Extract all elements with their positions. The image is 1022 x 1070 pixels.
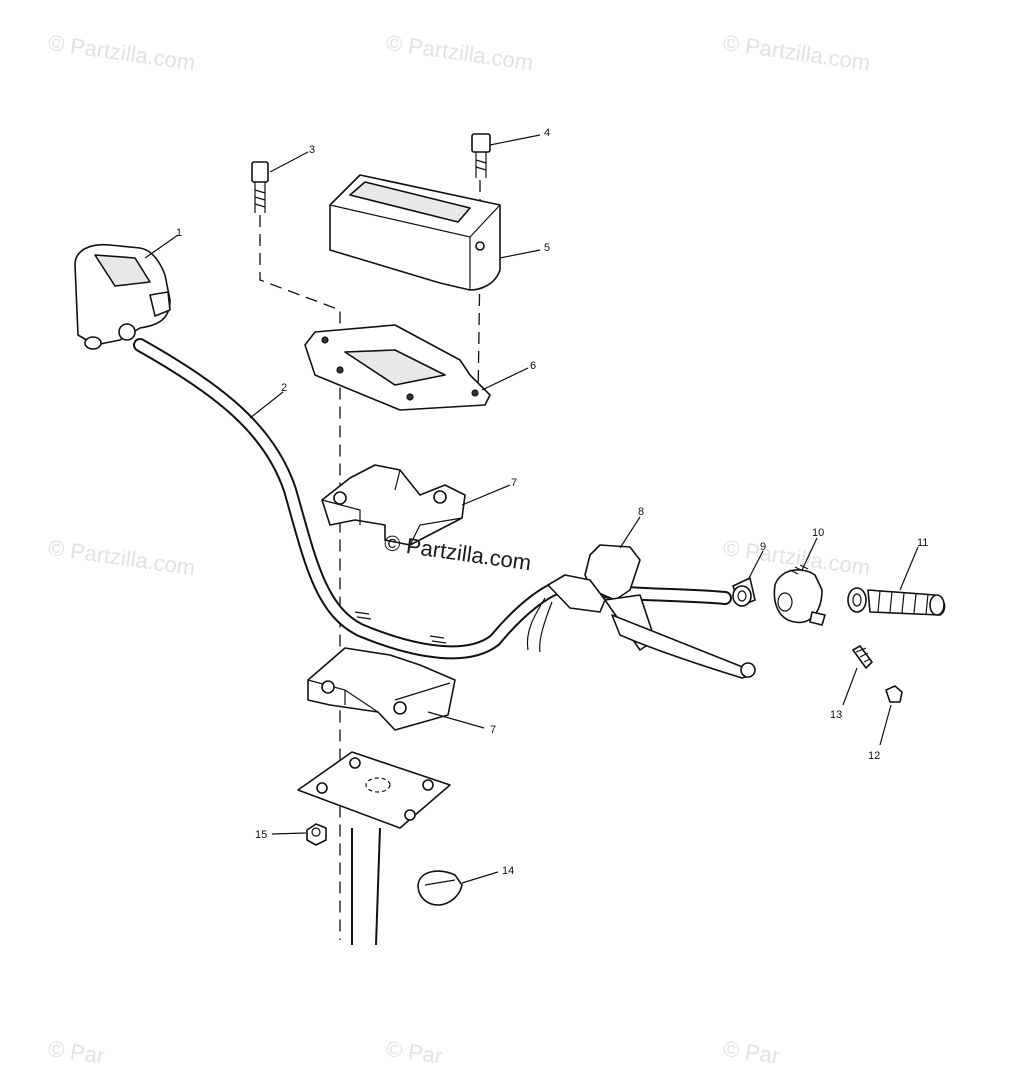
cap-12 — [885, 685, 903, 703]
bolt-3 — [251, 161, 269, 213]
lower-clamp — [307, 647, 456, 731]
callout-15: 15 — [255, 829, 268, 841]
callout-10: 10 — [812, 527, 825, 539]
callout-3: 3 — [309, 144, 316, 156]
callout-2: 2 — [281, 382, 288, 394]
assembly-line-left — [259, 215, 341, 940]
cable-clamp-14 — [417, 870, 463, 906]
switch-housing — [74, 243, 171, 350]
callout-4: 4 — [544, 127, 551, 139]
throttle-housing — [773, 564, 826, 626]
mounting-plate — [304, 324, 491, 411]
callout-6: 6 — [530, 360, 537, 372]
screw-13 — [852, 645, 873, 669]
bolt-4 — [471, 133, 491, 178]
callout-14: 14 — [502, 865, 515, 877]
callout-1: 1 — [176, 227, 183, 239]
steering-column — [351, 827, 381, 946]
handlebar-grip — [847, 587, 946, 616]
callout-12: 12 — [868, 750, 881, 762]
callout-8: 8 — [638, 506, 645, 518]
steering-base-plate — [297, 751, 451, 829]
callout-5: 5 — [544, 242, 551, 254]
callout-7-upper: 7 — [511, 477, 518, 489]
brake-master-cylinder — [526, 544, 756, 679]
nut-15 — [306, 823, 327, 846]
throttle-bushing — [732, 577, 756, 607]
callout-13: 13 — [830, 709, 843, 721]
handlebar-pad — [329, 174, 501, 291]
callout-9: 9 — [760, 541, 767, 553]
callout-11: 11 — [917, 537, 929, 549]
callout-7-lower: 7 — [490, 724, 497, 736]
upper-clamp — [321, 464, 466, 546]
leader-lines — [144, 134, 919, 884]
